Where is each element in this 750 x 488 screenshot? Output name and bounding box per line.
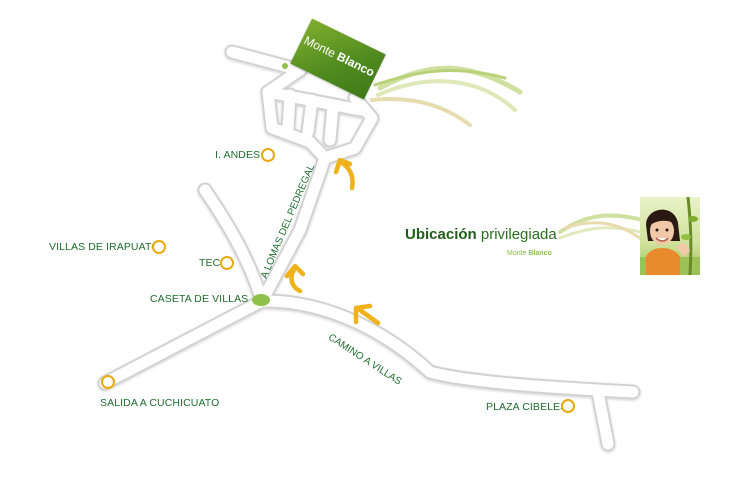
decorative-swoosh-right xyxy=(558,213,652,244)
brand-name-bold: Blanco xyxy=(334,49,377,80)
headline: Ubicación privilegiada xyxy=(405,226,557,243)
caseta-blob-icon xyxy=(252,294,270,306)
curved-arrow-icon xyxy=(284,263,306,294)
curved-arrow-icon xyxy=(333,157,355,191)
decorative-swoosh-top xyxy=(370,65,523,127)
poi-salida-icon[interactable] xyxy=(101,375,115,389)
poi-villas-irapuato-icon[interactable] xyxy=(152,240,166,254)
place-label-tec: TEC xyxy=(199,257,221,269)
subline-bold: Blanco xyxy=(528,250,552,257)
curved-arrow-icon xyxy=(353,303,381,326)
headline-light: privilegiada xyxy=(476,226,557,243)
road-network xyxy=(97,44,641,452)
poi-plaza-cibeles-icon[interactable] xyxy=(561,399,575,413)
place-label-villas-irapuato: VILLAS DE IRAPUATO xyxy=(49,241,160,253)
development-marker-icon xyxy=(282,63,288,69)
subline-light: Monte xyxy=(507,250,529,257)
direction-arrows xyxy=(284,157,381,326)
poi-andes-icon[interactable] xyxy=(261,148,275,162)
place-label-caseta: CASETA DE VILLAS xyxy=(150,293,249,305)
place-label-plaza-cibeles: PLAZA CIBELES xyxy=(486,401,568,413)
headline-bold: Ubicación xyxy=(405,226,477,243)
place-label-salida: SALIDA A CUCHICUATO xyxy=(100,397,220,409)
child-illustration xyxy=(640,197,700,275)
place-label-andes: I. ANDES xyxy=(215,149,261,161)
poi-tec-icon[interactable] xyxy=(220,256,234,270)
child-photo xyxy=(640,197,700,275)
subline: Monte Blanco xyxy=(507,250,552,257)
